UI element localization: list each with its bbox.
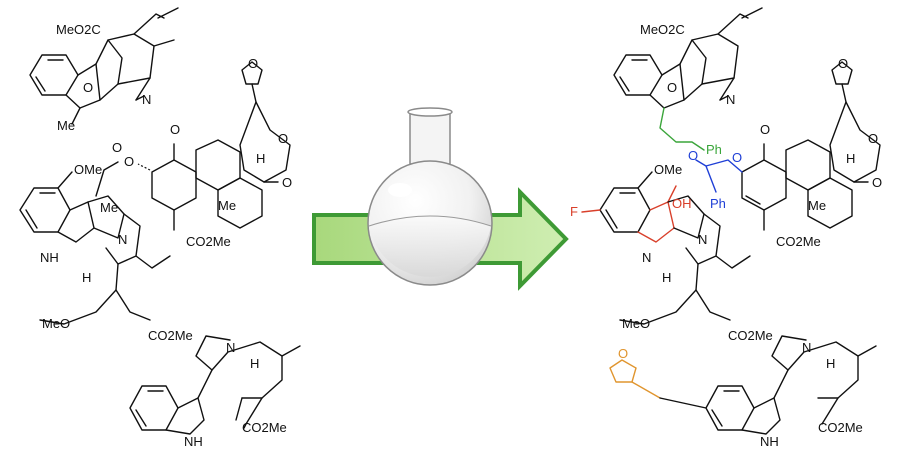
h-label: H [846, 151, 855, 166]
phenyl-label: Ph [706, 142, 722, 157]
ketone-o-label: O [170, 122, 180, 137]
ketone-o-label: O [760, 122, 770, 137]
lactone-o-label: O [872, 175, 882, 190]
left-molecule-4: N H NH CO2Me [129, 335, 301, 449]
ester-label: CO2Me [186, 234, 231, 249]
right-molecule-3: OMe F OH N N H MeO CO2Me [570, 162, 773, 343]
n-methyl-label: Me [57, 118, 75, 133]
lactone-o-label: O [282, 175, 292, 190]
nh-label: NH [184, 434, 203, 449]
nh-label: NH [40, 250, 59, 265]
left-molecule-1: MeO2C O N Me [29, 7, 179, 133]
right-molecule-2: O O O H Me CO2Me O O Ph O [688, 56, 882, 249]
nh-label: NH [760, 434, 779, 449]
hydroxy-label: OH [672, 196, 692, 211]
nitrogen-label: N [726, 92, 735, 107]
ester-label: CO2Me [818, 420, 863, 435]
right-molecule-4: O N H NH CO2Me [609, 335, 877, 449]
furan-o-label: O [838, 56, 848, 71]
oxygen-label: O [83, 80, 93, 95]
benzoyl-phenyl-label: Ph [710, 196, 726, 211]
fluoro-label: F [570, 204, 578, 219]
n-label: N [118, 232, 127, 247]
round-bottom-flask-icon [367, 107, 493, 286]
n-label: N [698, 232, 707, 247]
h-label: H [662, 270, 671, 285]
ester-label: CO2Me [242, 420, 287, 435]
right-molecule-1: MeO2C O N Ph [613, 7, 763, 157]
nitrogen-label: N [142, 92, 151, 107]
h-label: H [826, 356, 835, 371]
ring-o-label: O [868, 131, 878, 146]
enol-ether-label: MeO [622, 316, 650, 331]
furan-o-label: O [618, 346, 628, 361]
h-label: H [256, 151, 265, 166]
left-molecule-3: OMe NH N H MeO CO2Me [19, 162, 193, 343]
acetoxy-o-label: O [124, 154, 134, 169]
ester-o-label: O [732, 150, 742, 165]
imine-n-label: N [642, 250, 651, 265]
furan-o-label: O [248, 56, 258, 71]
methoxy-label: OMe [74, 162, 102, 177]
ester-label: MeO2C [56, 22, 101, 37]
ester-label: CO2Me [148, 328, 193, 343]
me-label: Me [808, 198, 826, 213]
ring-o-label: O [278, 131, 288, 146]
n-label: N [802, 340, 811, 355]
acetyl-o-label: O [112, 140, 122, 155]
acetyl-me-label: Me [100, 200, 118, 215]
left-molecule-2: O O O H Me CO2Me O O Me O [95, 56, 292, 249]
h-label: H [82, 270, 91, 285]
oxygen-label: O [667, 80, 677, 95]
ester-label: CO2Me [728, 328, 773, 343]
benzoyl-o-label: O [688, 148, 698, 163]
n-label: N [226, 340, 235, 355]
ester-label: CO2Me [776, 234, 821, 249]
enol-ether-label: MeO [42, 316, 70, 331]
h-label: H [250, 356, 259, 371]
me-label: Me [218, 198, 236, 213]
ester-label: MeO2C [640, 22, 685, 37]
methoxy-label: OMe [654, 162, 682, 177]
